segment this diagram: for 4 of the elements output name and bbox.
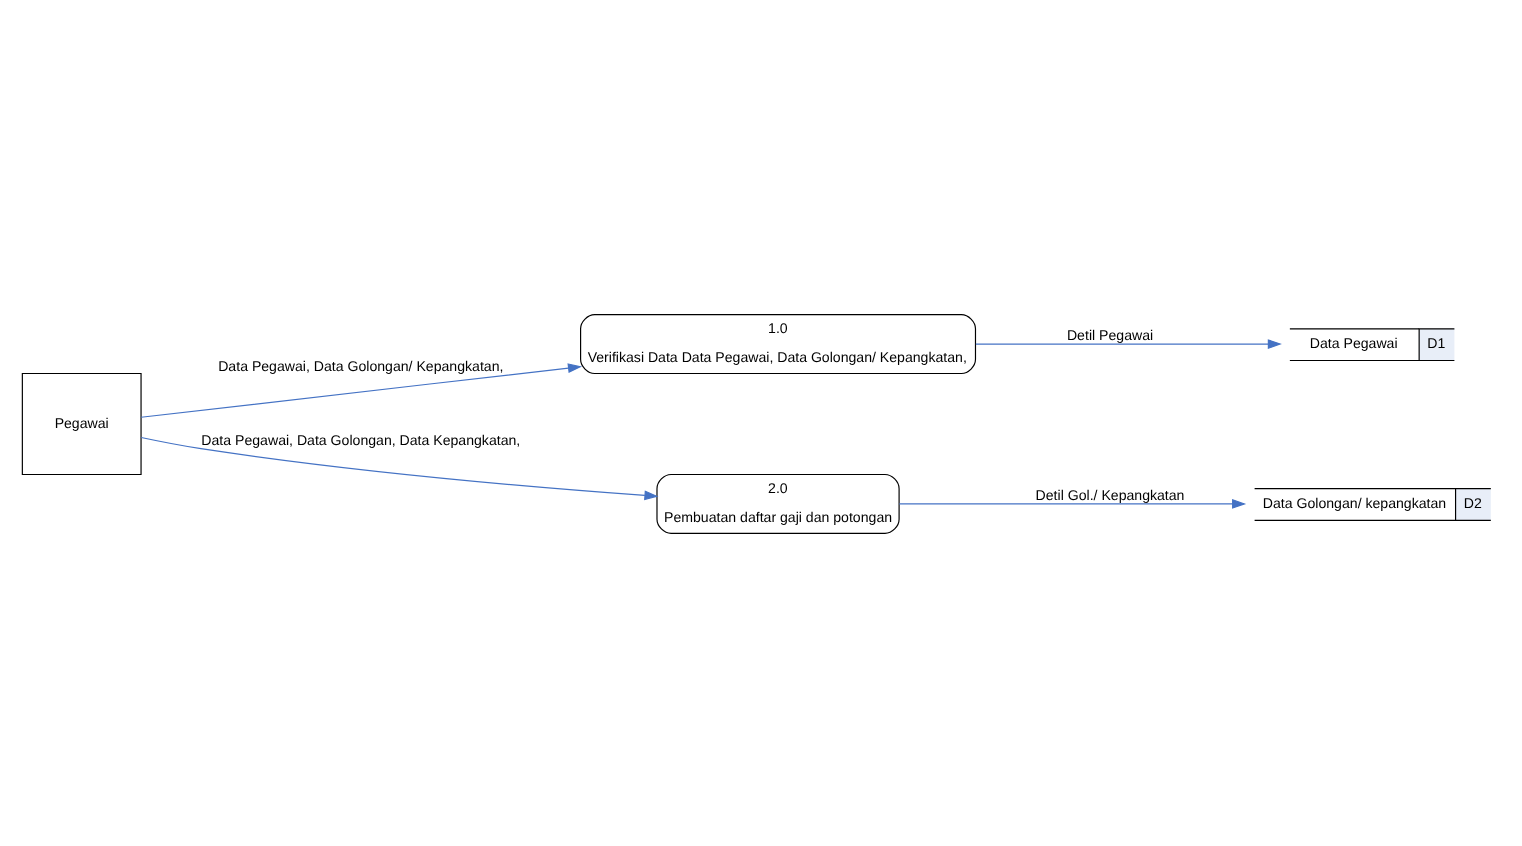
arrow [898,497,1247,508]
arrow [140,435,659,500]
arrow [140,362,583,417]
arrow [975,338,1282,349]
